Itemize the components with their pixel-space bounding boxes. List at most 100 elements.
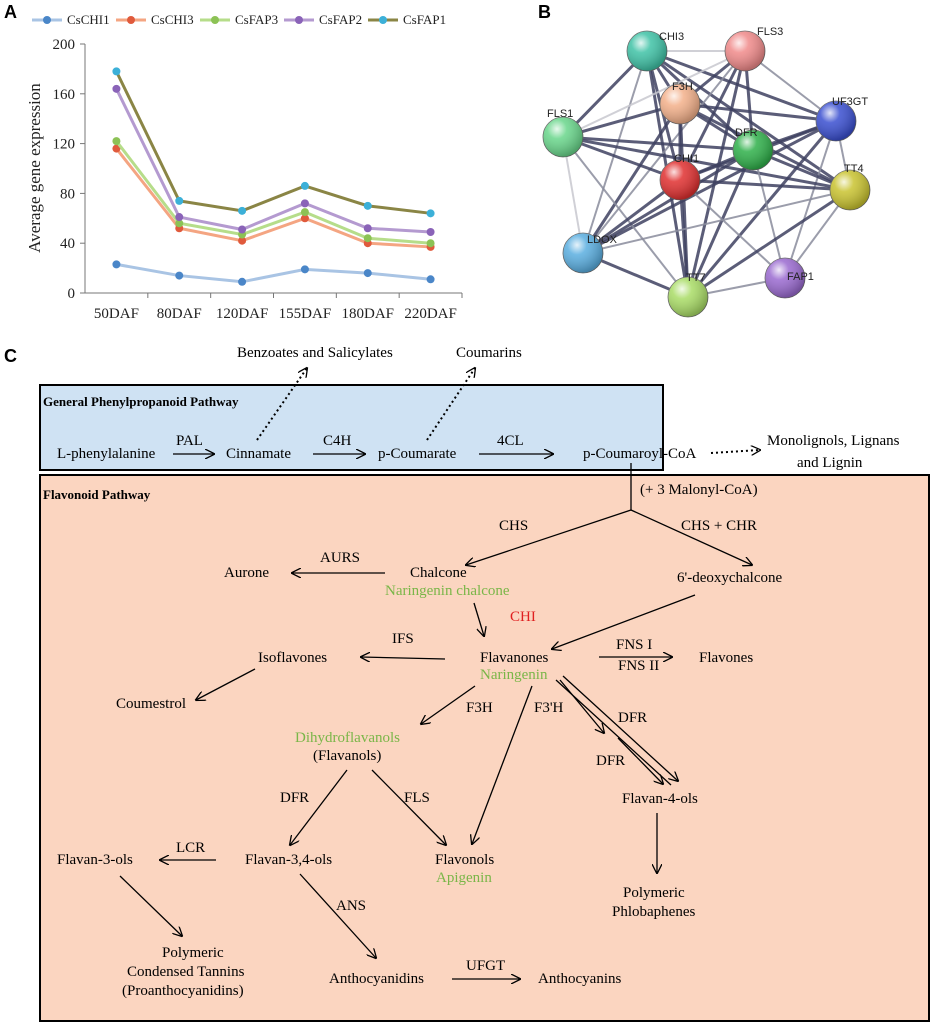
polymeric-label-2: Polymeric: [162, 945, 224, 961]
flavonoid-pathway-title: Flavonoid Pathway: [43, 487, 151, 502]
series-line: [115, 140, 431, 245]
data-point: [238, 225, 247, 234]
aurs-enzyme: AURS: [320, 550, 360, 566]
polymeric-label-1: Polymeric: [623, 885, 685, 901]
lcr-enzyme: LCR: [176, 840, 205, 856]
legend-swatch-marker: [379, 16, 387, 24]
protein-node-label: UF3GT: [832, 96, 868, 108]
protein-node[interactable]: UF3GT: [815, 96, 868, 142]
data-point: [112, 84, 121, 93]
data-point: [363, 224, 372, 233]
legend-label: CsFAP1: [403, 12, 446, 27]
protein-node-label: F3H: [672, 81, 693, 93]
data-point: [426, 227, 435, 236]
flavan-3-ols-label: Flavan-3-ols: [57, 852, 133, 868]
legend-swatch-marker: [43, 16, 51, 24]
data-point: [426, 209, 435, 218]
flavanones-label: Flavanones: [480, 650, 548, 666]
y-tick-label: 0: [68, 286, 76, 302]
arrow-dfr-2: [617, 737, 663, 784]
arrow-f3h: [421, 685, 476, 724]
network-edge: [752, 149, 786, 279]
apigenin-label: Apigenin: [436, 870, 492, 886]
legend-swatch-marker: [211, 16, 219, 24]
arrow-fls: [371, 769, 446, 845]
l-phenylalanine-label: L-phenylalanine: [57, 446, 156, 462]
4cl-enzyme: 4CL: [497, 433, 524, 449]
protein-node[interactable]: TT4: [829, 163, 871, 211]
phlobaphenes-label: Phlobaphenes: [612, 904, 695, 920]
chs-chr-enzyme: CHS + CHR: [681, 518, 757, 534]
network-edge: [562, 136, 689, 298]
network-edge: [582, 119, 837, 255]
arrow-f3ph: [472, 685, 533, 844]
protein-node[interactable]: LDOX: [562, 232, 618, 274]
protein-node-gloss: [660, 160, 700, 200]
protein-node[interactable]: FLS3: [724, 26, 783, 72]
deoxychalcone-label: 6'-deoxychalcone: [677, 570, 782, 586]
y-tick-label: 200: [53, 37, 76, 53]
network-edge: [646, 49, 851, 192]
protein-node-gloss: [830, 170, 870, 210]
protein-node[interactable]: CHI1: [659, 153, 701, 201]
panel-label-b: B: [538, 2, 551, 22]
protein-node[interactable]: CHI3: [626, 30, 684, 72]
protein-node-gloss: [725, 31, 765, 71]
y-tick-label: 40: [60, 236, 75, 252]
protein-node-label: FLS3: [757, 26, 783, 38]
protein-node[interactable]: FAP1: [764, 257, 814, 299]
data-point: [175, 219, 184, 228]
arrow-ans: [299, 873, 376, 958]
protein-node-gloss: [563, 233, 603, 273]
fns-enzyme: FNS I: [616, 637, 652, 653]
dihydroflavanols-label: Dihydroflavanols: [295, 730, 400, 746]
network-edge: [582, 148, 754, 255]
network-edge: [582, 50, 746, 254]
legend-label: CsCHI1: [67, 12, 110, 27]
y-tick-label: 160: [53, 87, 76, 103]
flavones-label: Flavones: [699, 650, 753, 666]
network-edge: [582, 50, 648, 254]
panel-label-c: C: [4, 346, 17, 366]
protein-node-gloss: [543, 117, 583, 157]
x-tick-label: 180DAF: [341, 306, 394, 322]
series-line: [115, 88, 431, 234]
x-tick-label: 155DAF: [279, 306, 332, 322]
data-point: [300, 208, 309, 217]
x-tick-label: 120DAF: [216, 306, 269, 322]
arrow-deoxychalcone: [552, 594, 696, 649]
legend-label: CsFAP3: [235, 12, 278, 27]
data-point: [112, 260, 121, 269]
protein-node[interactable]: TT7: [667, 272, 709, 318]
network-edge: [562, 135, 681, 182]
protein-node-label: TT7: [686, 272, 706, 284]
protein-node-label: FAP1: [787, 271, 814, 283]
benzoates-label: Benzoates and Salicylates: [237, 345, 393, 361]
protein-node[interactable]: DFR: [732, 127, 774, 171]
protein-node-gloss: [660, 84, 700, 124]
data-point: [363, 234, 372, 243]
data-point: [238, 277, 247, 286]
flavonols-label: Flavonols: [435, 852, 494, 868]
anthocyanidins-label: Anthocyanidins: [329, 971, 424, 987]
cinnamate-label: Cinnamate: [226, 446, 291, 462]
network-edge: [582, 189, 851, 254]
x-tick-label: 220DAF: [404, 306, 457, 322]
network-edge: [562, 135, 851, 192]
monolignols-label: Monolignols, Lignans: [767, 433, 900, 449]
flavan-4-ols-label: Flavan-4-ols: [622, 791, 698, 807]
protein-node-label: DFR: [735, 127, 758, 139]
protein-node-label: TT4: [844, 163, 864, 175]
data-point: [175, 196, 184, 205]
y-tick-label: 80: [60, 186, 75, 202]
flavanols-label: (Flavanols): [313, 748, 381, 764]
protein-node[interactable]: F3H: [659, 81, 701, 125]
protein-node-gloss: [627, 31, 667, 71]
pathway-arrows: [119, 368, 760, 979]
fns2-enzyme: FNS II: [618, 658, 659, 674]
pathway-diagram: General Phenylpropanoid Pathway Flavonoi…: [39, 345, 930, 1022]
protein-node[interactable]: FLS1: [542, 108, 584, 158]
